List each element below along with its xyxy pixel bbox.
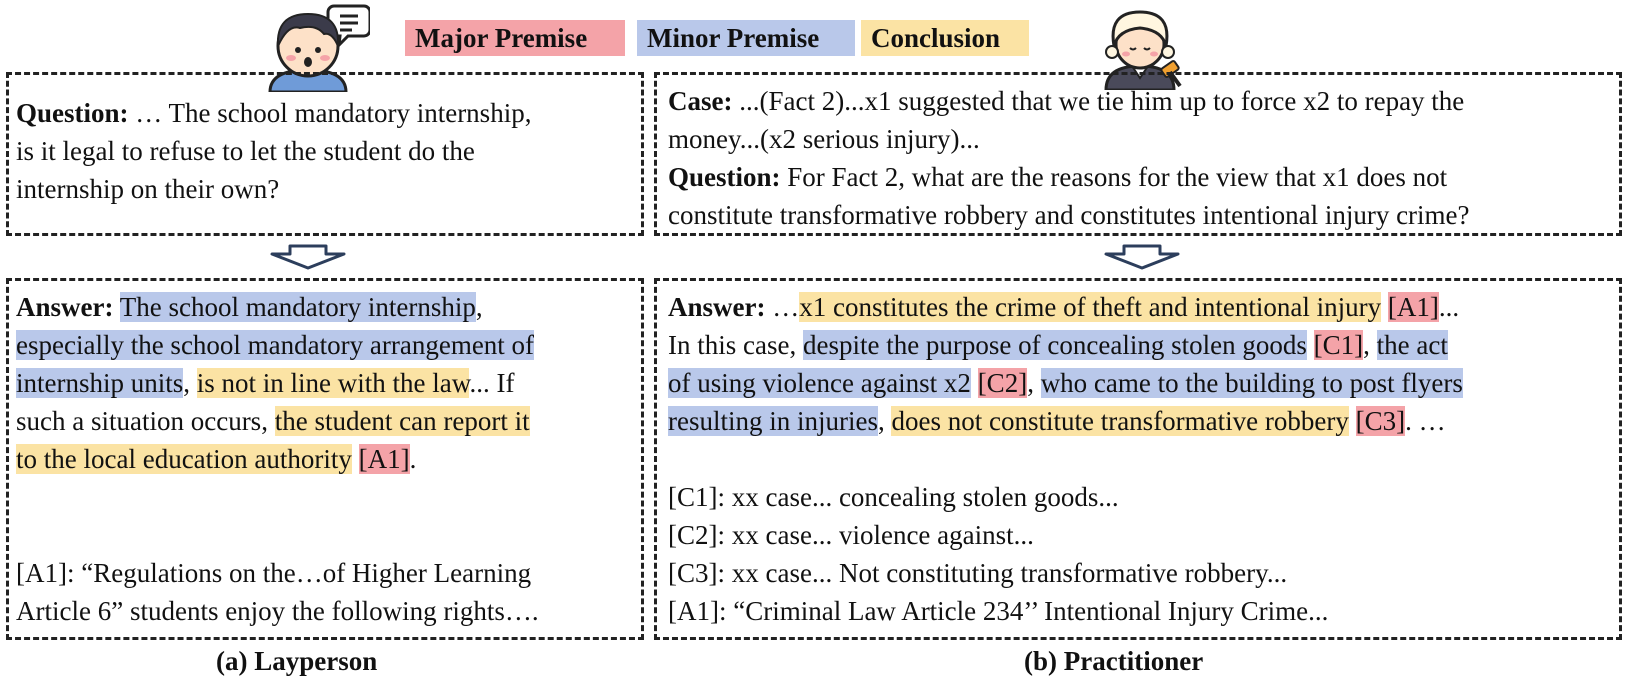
layperson-ref-line-1: [A1]: “Regulations on the…of Higher Lear…	[16, 558, 532, 588]
layperson-answer-line-3: internship units, is not in line with th…	[16, 368, 515, 398]
layperson-ref-line-2: Article 6” students enjoy the following …	[16, 596, 539, 626]
practitioner-answer-line-4: resulting in injuries, does not constitu…	[668, 406, 1446, 436]
layperson-answer-box	[6, 278, 644, 640]
practitioner-answer-line-3: of using violence against x2 [C2], who c…	[668, 368, 1463, 398]
question-label: Question:	[16, 98, 129, 128]
caption-practitioner: (b) Practitioner	[1024, 646, 1204, 676]
practitioner-answer-box	[654, 278, 1622, 640]
practitioner-question-line-2: constitute transformative robbery and co…	[668, 200, 1470, 230]
practitioner-answer-line-1: Answer: …x1 constitutes the crime of the…	[668, 292, 1460, 322]
layperson-question-line-2: is it legal to refuse to let the student…	[16, 136, 475, 166]
layperson-question-line-3: internship on their own?	[16, 174, 280, 204]
answer-label: Answer:	[16, 292, 114, 322]
answer-label: Answer:	[668, 292, 766, 322]
legend-conclusion: Conclusion	[861, 20, 1029, 56]
layperson-answer-line-1: Answer: The school mandatory internship,	[16, 292, 483, 322]
down-arrow-icon	[270, 244, 346, 270]
practitioner-ref-line-4: [A1]: “Criminal Law Article 234’’ Intent…	[668, 596, 1329, 626]
practitioner-ref-line-2: [C2]: xx case... violence against...	[668, 520, 1034, 550]
layperson-answer-line-4: such a situation occurs, the student can…	[16, 406, 530, 436]
layperson-question-line-1: Question: … The school mandatory interns…	[16, 98, 532, 128]
practitioner-answer-line-2: In this case, despite the purpose of con…	[668, 330, 1448, 360]
layperson-question-box	[6, 72, 644, 236]
practitioner-ref-line-1: [C1]: xx case... concealing stolen goods…	[668, 482, 1119, 512]
layperson-answer-line-2: especially the school mandatory arrangem…	[16, 330, 535, 360]
caption-layperson: (a) Layperson	[216, 646, 378, 676]
practitioner-case-line-2: money...(x2 serious injury)...	[668, 124, 980, 154]
down-arrow-icon	[1104, 244, 1180, 270]
layperson-avatar-icon	[268, 4, 370, 92]
case-label: Case:	[668, 86, 733, 116]
question-label: Question:	[668, 162, 781, 192]
practitioner-ref-line-3: [C3]: xx case... Not constituting transf…	[668, 558, 1288, 588]
legend-major-premise: Major Premise	[405, 20, 625, 56]
practitioner-question-box	[654, 72, 1622, 236]
practitioner-question-line-1: Question: For Fact 2, what are the reaso…	[668, 162, 1448, 192]
practitioner-case-line-1: Case: ...(Fact 2)...x1 suggested that we…	[668, 86, 1465, 116]
layperson-answer-line-5: to the local education authority [A1].	[16, 444, 417, 474]
legend-minor-premise: Minor Premise	[637, 20, 855, 56]
